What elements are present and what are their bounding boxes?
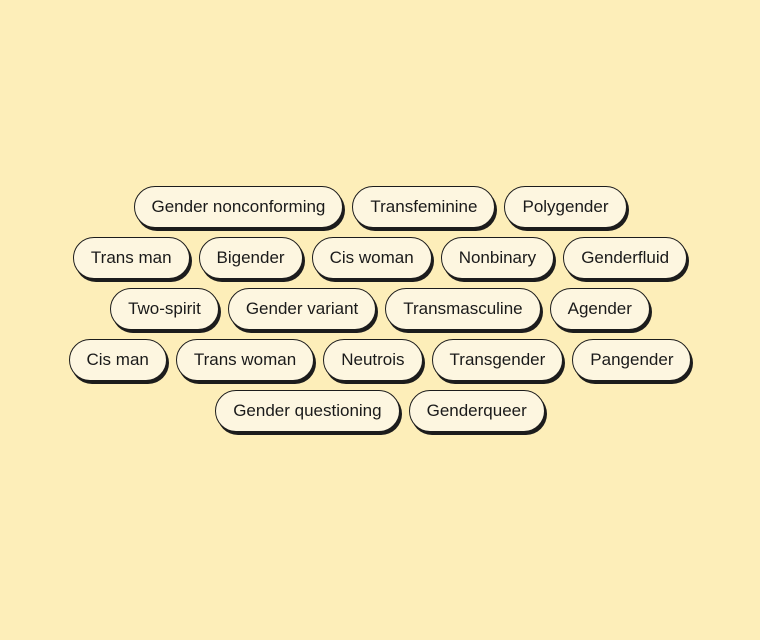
chip-transfeminine[interactable]: Transfeminine <box>352 186 496 228</box>
chip-trans-man[interactable]: Trans man <box>72 237 190 279</box>
chip-cis-woman[interactable]: Cis woman <box>311 237 432 279</box>
chip-bigender[interactable]: Bigender <box>198 237 303 279</box>
chip-gender-variant[interactable]: Gender variant <box>227 288 377 330</box>
chip-cis-man[interactable]: Cis man <box>68 339 167 381</box>
chip-genderfluid[interactable]: Genderfluid <box>563 237 688 279</box>
chip-trans-woman[interactable]: Trans woman <box>175 339 315 381</box>
chip-pangender[interactable]: Pangender <box>572 339 692 381</box>
chip-transgender[interactable]: Transgender <box>431 339 564 381</box>
chip-agender[interactable]: Agender <box>549 288 650 330</box>
chip-row: Trans man Bigender Cis woman Nonbinary G… <box>0 237 760 279</box>
chip-genderqueer[interactable]: Genderqueer <box>408 390 545 432</box>
chip-neutrois[interactable]: Neutrois <box>323 339 423 381</box>
chip-transmasculine[interactable]: Transmasculine <box>385 288 541 330</box>
chip-row: Two-spirit Gender variant Transmasculine… <box>0 288 760 330</box>
chip-row: Gender nonconforming Transfeminine Polyg… <box>0 186 760 228</box>
chip-gender-nonconforming[interactable]: Gender nonconforming <box>133 186 344 228</box>
chip-nonbinary[interactable]: Nonbinary <box>440 237 555 279</box>
chip-gender-questioning[interactable]: Gender questioning <box>215 390 400 432</box>
chip-polygender[interactable]: Polygender <box>504 186 627 228</box>
chip-row: Cis man Trans woman Neutrois Transgender… <box>0 339 760 381</box>
chip-two-spirit[interactable]: Two-spirit <box>110 288 219 330</box>
chip-row: Gender questioning Genderqueer <box>0 390 760 432</box>
